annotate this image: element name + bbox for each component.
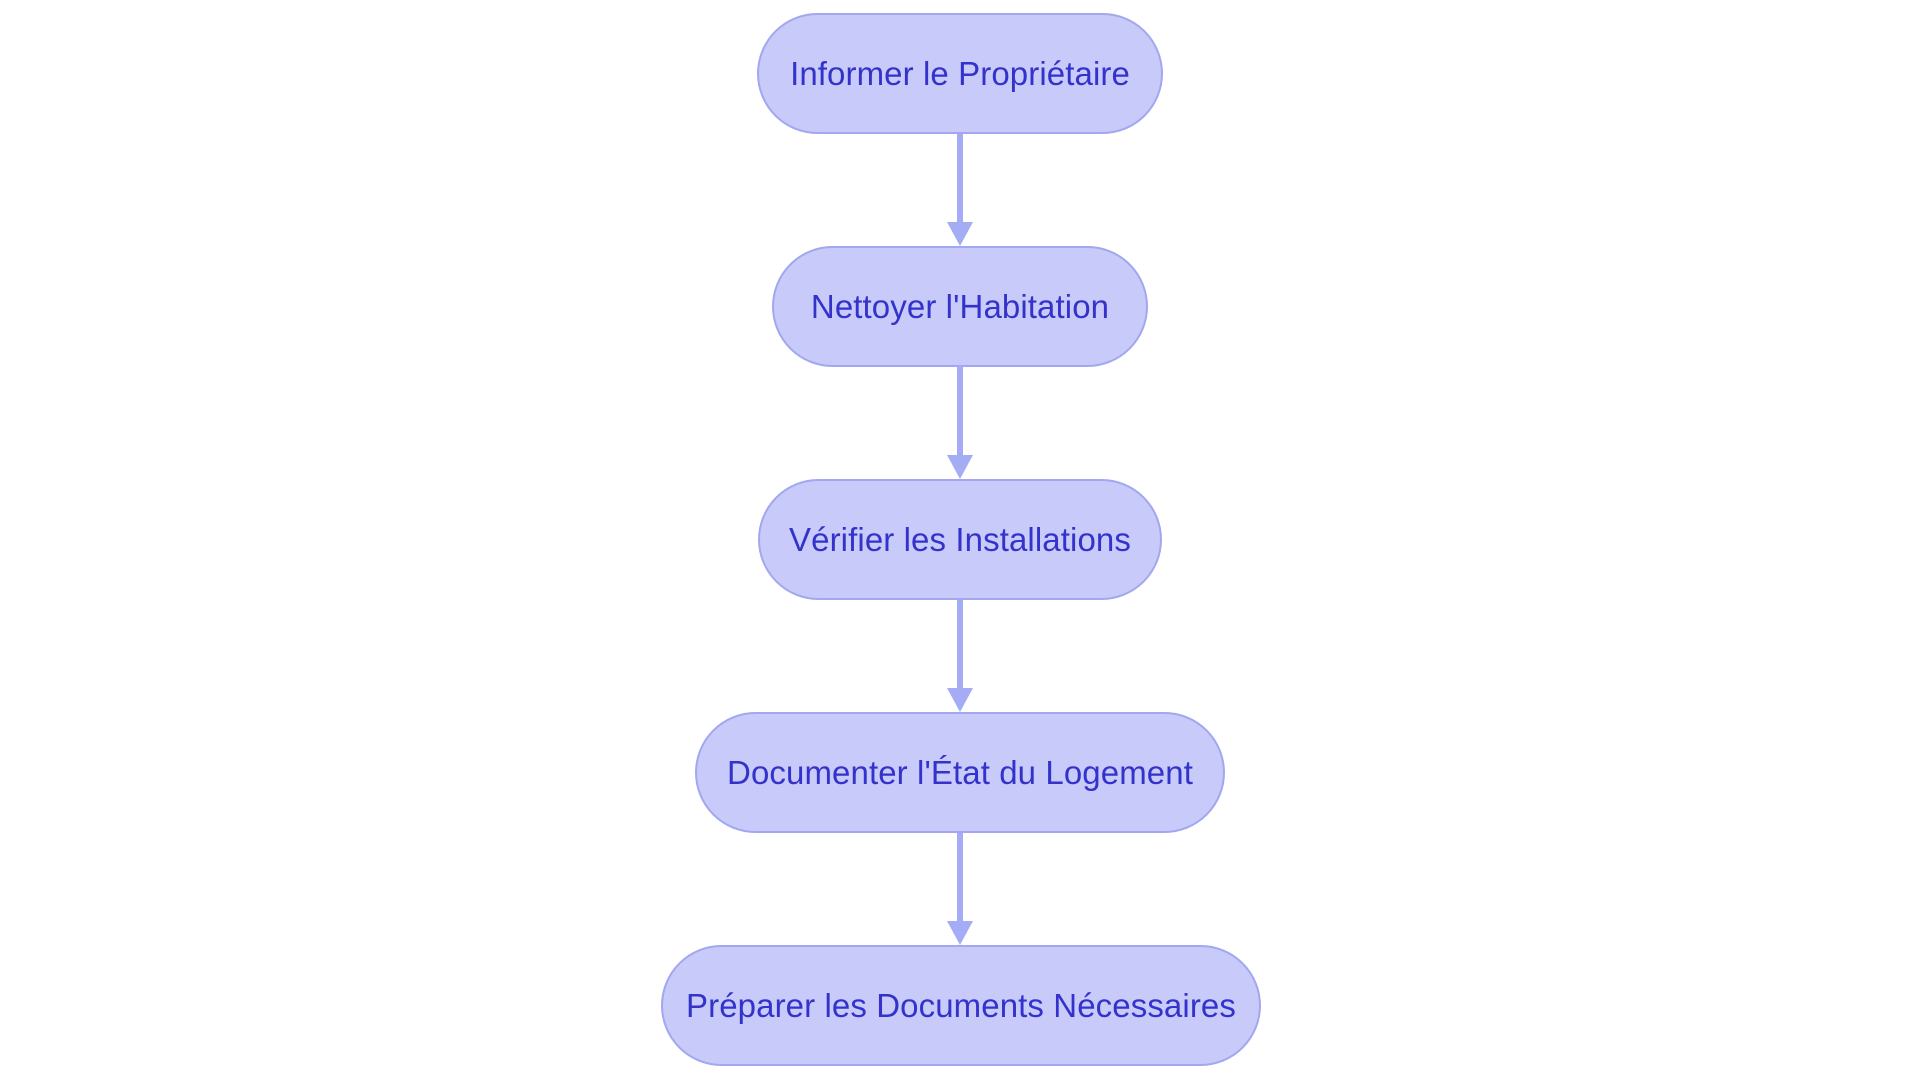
flow-node-label: Préparer les Documents Nécessaires: [686, 987, 1236, 1024]
flow-node-label: Vérifier les Installations: [789, 521, 1131, 558]
connector-node-3-to-node-4: [940, 600, 980, 712]
connector-node-2-to-node-3: [940, 367, 980, 479]
flow-node-label: Informer le Propriétaire: [790, 55, 1130, 92]
flow-node-label: Documenter l'État du Logement: [727, 754, 1193, 791]
flow-node-preparer-les-documents-necessaires[interactable]: Préparer les Documents Nécessaires: [661, 945, 1261, 1066]
arrow-down-icon: [947, 367, 973, 479]
flow-node-informer-le-proprietaire[interactable]: Informer le Propriétaire: [757, 13, 1163, 134]
flow-node-label: Nettoyer l'Habitation: [810, 288, 1110, 325]
arrow-down-icon: [947, 134, 973, 246]
arrow-down-icon: [947, 833, 973, 945]
arrow-down-icon: [947, 600, 973, 712]
connector-node-4-to-node-5: [940, 833, 980, 945]
flow-node-verifier-les-installations[interactable]: Vérifier les Installations: [758, 479, 1162, 600]
flow-node-nettoyer-l-habitation[interactable]: Nettoyer l'Habitation: [772, 246, 1148, 367]
connector-node-1-to-node-2: [940, 134, 980, 246]
flow-node-documenter-l-etat-du-logement[interactable]: Documenter l'État du Logement: [695, 712, 1225, 833]
